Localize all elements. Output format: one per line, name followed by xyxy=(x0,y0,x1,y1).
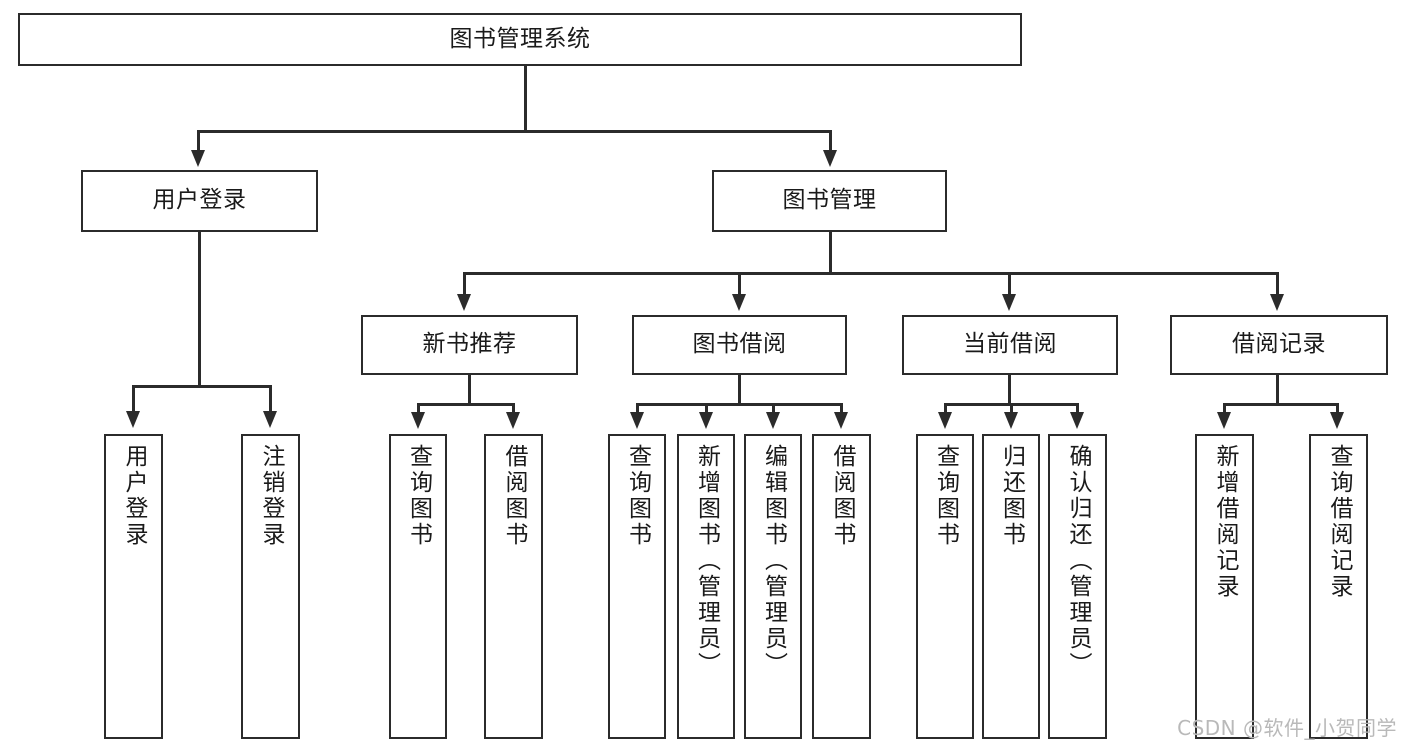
arrowhead-to-book-management xyxy=(823,150,837,167)
node-root-book-management-system[interactable]: 图书管理系统 xyxy=(18,13,1022,66)
connector-book-management-stem xyxy=(829,232,832,274)
connector-nbr-drop-2 xyxy=(512,403,515,415)
connector-new-book-recommend-stem xyxy=(468,375,471,405)
arrowhead-nbr-leaf-2 xyxy=(506,412,520,429)
node-book-management[interactable]: 图书管理 xyxy=(712,170,947,232)
arrowhead-to-new-book-recommend xyxy=(457,294,471,311)
connector-bb-drop-4 xyxy=(840,403,843,415)
node-current-borrow[interactable]: 当前借阅 xyxy=(902,315,1118,375)
node-label: 借阅记录 xyxy=(1232,331,1326,358)
connector-user-login-drop-1 xyxy=(132,385,135,413)
leaf-nbr-query-book[interactable]: 查询图书 xyxy=(389,434,447,739)
arrowhead-cb-leaf-3 xyxy=(1070,412,1084,429)
connector-to-book-management xyxy=(829,130,832,152)
watermark-text: CSDN @软件_小贺同学 xyxy=(1177,716,1397,740)
leaf-label: 查询借阅记录 xyxy=(1326,444,1352,600)
arrowhead-user-login-leaf-2 xyxy=(263,411,277,428)
arrowhead-nbr-leaf-1 xyxy=(411,412,425,429)
connector-root-stem xyxy=(524,66,527,132)
leaf-label: 归还图书 xyxy=(998,444,1025,548)
connector-to-user-login xyxy=(197,130,200,152)
arrowhead-bb-leaf-3 xyxy=(766,412,780,429)
connector-to-book-borrow xyxy=(738,272,741,296)
node-new-book-recommend[interactable]: 新书推荐 xyxy=(361,315,578,375)
leaf-label: 新增图书（管理员） xyxy=(693,444,720,678)
connector-bb-drop-1 xyxy=(636,403,639,415)
arrowhead-to-borrow-record xyxy=(1270,294,1284,311)
leaf-label: 查询图书 xyxy=(624,444,651,548)
arrowhead-cb-leaf-1 xyxy=(938,412,952,429)
node-label: 用户登录 xyxy=(152,187,247,214)
node-borrow-record[interactable]: 借阅记录 xyxy=(1170,315,1388,375)
leaf-label: 借阅图书 xyxy=(501,444,527,548)
leaf-br-add-record[interactable]: 新增借阅记录 xyxy=(1195,434,1254,739)
arrowhead-bb-leaf-2 xyxy=(699,412,713,429)
connector-bb-drop-3 xyxy=(772,403,775,415)
connector-user-login-drop-2 xyxy=(269,385,272,413)
arrowhead-br-leaf-1 xyxy=(1217,412,1231,429)
arrowhead-br-leaf-2 xyxy=(1330,412,1344,429)
leaf-user-login-login[interactable]: 用户登录 xyxy=(104,434,163,739)
leaf-label: 注销登录 xyxy=(258,444,284,548)
leaf-label: 确认归还（管理员） xyxy=(1065,444,1091,678)
node-book-borrow[interactable]: 图书借阅 xyxy=(632,315,847,375)
leaf-user-login-logout[interactable]: 注销登录 xyxy=(241,434,300,739)
connector-cb-drop-1 xyxy=(944,403,947,415)
leaf-label: 查询图书 xyxy=(405,444,432,548)
arrowhead-to-book-borrow xyxy=(732,294,746,311)
arrowhead-user-login-leaf-1 xyxy=(126,411,140,428)
connector-borrow-record-stem xyxy=(1276,375,1279,405)
leaf-label: 新增借阅记录 xyxy=(1212,444,1238,600)
connector-level2-bus xyxy=(197,130,832,133)
arrowhead-to-user-login xyxy=(191,150,205,167)
leaf-cb-query-book[interactable]: 查询图书 xyxy=(916,434,974,739)
node-label: 图书管理 xyxy=(782,187,877,214)
connector-cb-drop-2 xyxy=(1010,403,1013,415)
connector-book-borrow-bus xyxy=(636,403,842,406)
connector-bb-drop-2 xyxy=(705,403,708,415)
leaf-bb-query-book[interactable]: 查询图书 xyxy=(608,434,666,739)
node-label: 当前借阅 xyxy=(963,331,1057,358)
leaf-label: 查询图书 xyxy=(932,444,959,548)
connector-nbr-drop-1 xyxy=(417,403,420,415)
node-label: 图书借阅 xyxy=(692,331,787,358)
leaf-label: 用户登录 xyxy=(121,444,147,548)
leaf-cb-return-book[interactable]: 归还图书 xyxy=(982,434,1040,739)
connector-to-current-borrow xyxy=(1008,272,1011,296)
connector-to-new-book-recommend xyxy=(463,272,466,296)
connector-br-drop-2 xyxy=(1336,403,1339,415)
leaf-bb-edit-book-admin[interactable]: 编辑图书（管理员） xyxy=(744,434,802,739)
leaf-nbr-borrow-book[interactable]: 借阅图书 xyxy=(484,434,543,739)
node-label: 图书管理系统 xyxy=(449,25,591,52)
arrowhead-to-current-borrow xyxy=(1002,294,1016,311)
arrowhead-bb-leaf-1 xyxy=(630,412,644,429)
connector-user-login-bus xyxy=(132,385,271,388)
arrowhead-cb-leaf-2 xyxy=(1004,412,1018,429)
connector-book-borrow-stem xyxy=(738,375,741,405)
leaf-bb-borrow-book[interactable]: 借阅图书 xyxy=(812,434,871,739)
connector-level3-bus xyxy=(463,272,1278,275)
leaf-cb-confirm-return-admin[interactable]: 确认归还（管理员） xyxy=(1048,434,1107,739)
node-label: 新书推荐 xyxy=(422,331,517,358)
node-user-login[interactable]: 用户登录 xyxy=(81,170,318,232)
arrowhead-bb-leaf-4 xyxy=(834,412,848,429)
leaf-bb-add-book-admin[interactable]: 新增图书（管理员） xyxy=(677,434,735,739)
connector-to-borrow-record xyxy=(1276,272,1279,296)
connector-br-drop-1 xyxy=(1223,403,1226,415)
connector-new-book-recommend-bus xyxy=(417,403,515,406)
connector-cb-drop-3 xyxy=(1076,403,1079,415)
leaf-br-query-record[interactable]: 查询借阅记录 xyxy=(1309,434,1368,739)
leaf-label: 编辑图书（管理员） xyxy=(760,444,787,678)
connector-borrow-record-bus xyxy=(1223,403,1338,406)
connector-user-login-stem xyxy=(198,232,201,387)
connector-current-borrow-stem xyxy=(1008,375,1011,405)
leaf-label: 借阅图书 xyxy=(829,444,855,548)
